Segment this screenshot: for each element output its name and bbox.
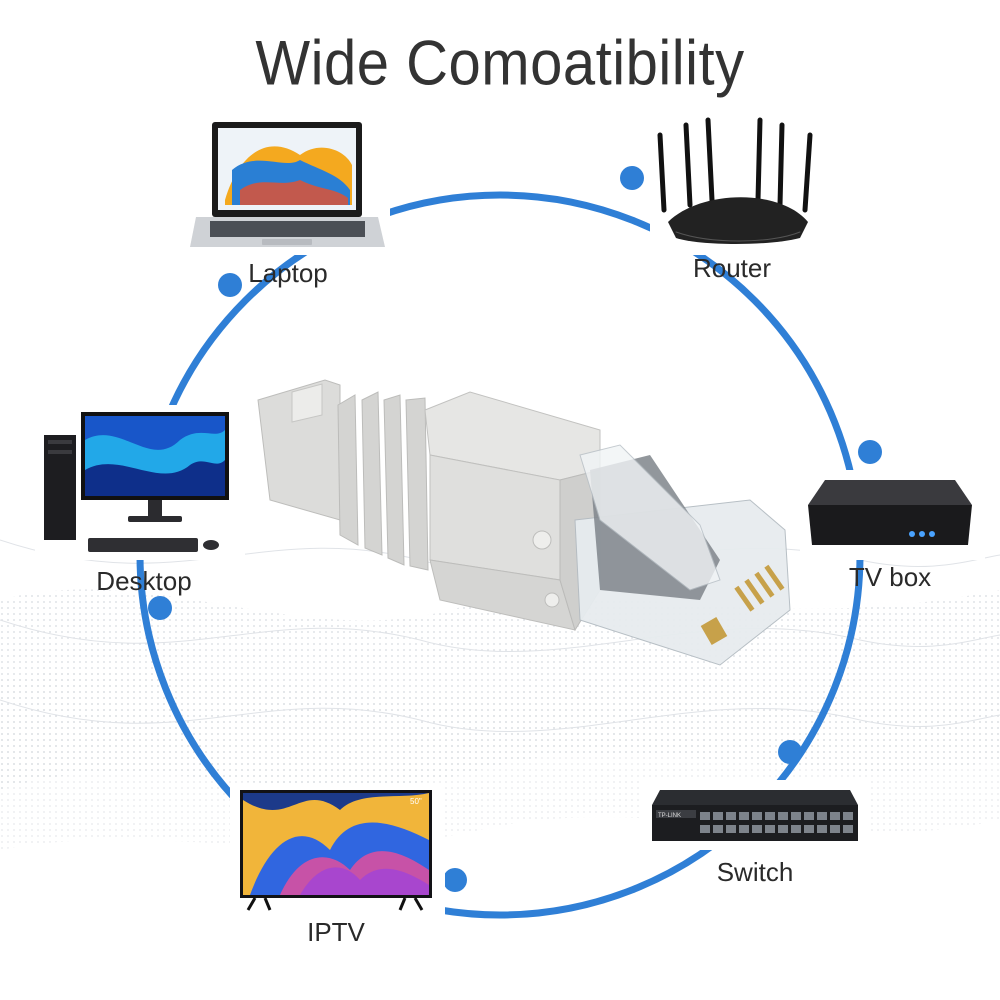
ring-node-dot (443, 868, 467, 892)
laptop-icon (190, 122, 385, 247)
ring-node-dot (858, 440, 882, 464)
television-icon: 50" (240, 790, 432, 911)
ring-node-dot (778, 740, 802, 764)
device-label-iptv: IPTV (307, 917, 365, 947)
device-label-laptop: Laptop (248, 258, 328, 288)
device-label-desktop: Desktop (96, 566, 192, 596)
network-switch-icon: TP-LINK (652, 790, 858, 841)
device-label-switch: Switch (716, 857, 794, 887)
device-label-router: Router (692, 253, 772, 283)
desktop-computer-icon (44, 412, 229, 552)
switch-brand-text: TP-LINK (658, 813, 681, 819)
tv-badge-text: 50" (410, 797, 422, 806)
page-title: Wide Comoatibility (255, 28, 745, 99)
tv-box-icon (808, 480, 972, 545)
ring-node-dot (148, 596, 172, 620)
ring-node-dot (620, 166, 644, 190)
rj45-connector-icon (257, 379, 791, 666)
router-icon (657, 117, 813, 244)
device-label-tv-box: TV box (848, 562, 932, 592)
ring-node-dot (218, 273, 242, 297)
